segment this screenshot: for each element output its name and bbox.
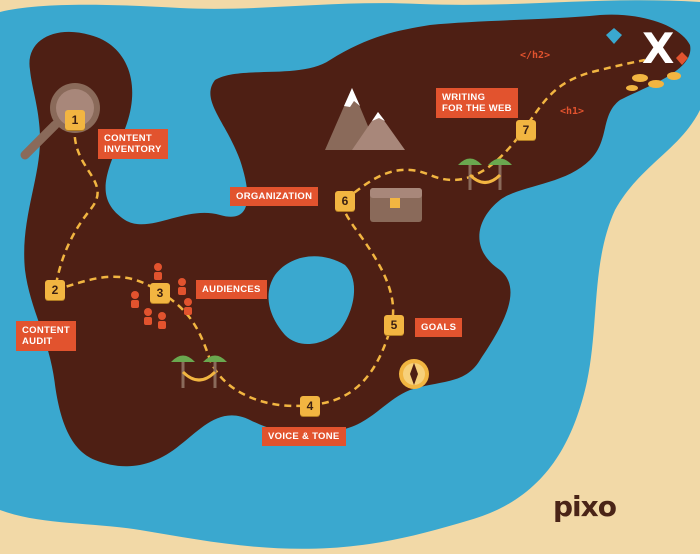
hammock-icon (171, 355, 227, 388)
hammock-icon (458, 158, 512, 190)
label-audiences: Audiences (196, 280, 267, 299)
code-tag-h2: </h2> (520, 50, 551, 61)
step-3-marker[interactable]: 3 (150, 283, 170, 303)
treasure-x-mark: X (642, 24, 675, 73)
step-7-marker[interactable]: 7 (516, 120, 536, 140)
step-4-marker[interactable]: 4 (300, 396, 320, 416)
label-organization: Organization (230, 187, 319, 206)
label-content-inventory: Content Inventory (98, 129, 168, 159)
step-1-marker[interactable]: 1 (65, 110, 85, 130)
gem-icon (606, 28, 622, 44)
step-2-marker[interactable]: 2 (45, 280, 65, 300)
label-goals: Goals (415, 318, 463, 337)
pixo-logo: pixo (553, 490, 617, 523)
mountain-icon (325, 88, 405, 150)
label-content-audit: Content Audit (16, 321, 77, 351)
gem-icon (676, 52, 688, 65)
step-6-marker[interactable]: 6 (335, 191, 355, 211)
step-5-marker[interactable]: 5 (384, 315, 404, 335)
people-icon (131, 263, 192, 329)
label-writing-for-the-web: Writing for the web (436, 88, 518, 118)
label-voice-tone: Voice & Tone (262, 427, 346, 446)
compass-icon (399, 359, 429, 389)
coins-icon (626, 72, 681, 91)
lake (268, 256, 355, 345)
code-tag-h1: <h1> (560, 106, 585, 117)
treasure-chest-icon (370, 188, 422, 222)
trail (53, 58, 646, 408)
